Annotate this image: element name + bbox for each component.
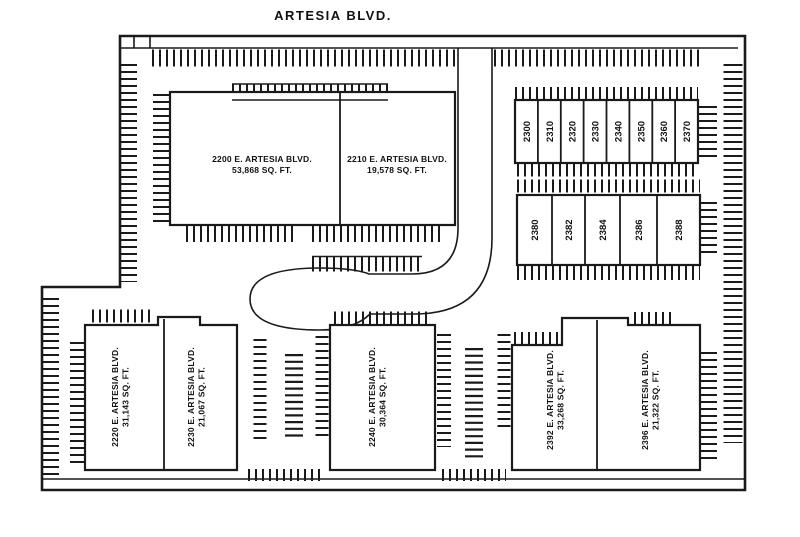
building-2210-area-label: 19,578 SQ. FT. bbox=[367, 165, 427, 175]
street-edge-notch bbox=[133, 36, 151, 48]
building-2396-label: 2396 E. ARTESIA BLVD. 21,322 SQ. FT. bbox=[640, 350, 661, 450]
building-2240-label: 2240 E. ARTESIA BLVD. 30,364 SQ. FT. bbox=[367, 347, 388, 447]
building-2230-label: 2230 E. ARTESIA BLVD. 21,067 SQ. FT. bbox=[186, 347, 207, 447]
building-2240 bbox=[328, 323, 437, 472]
building-2210-address-label: 2210 E. ARTESIA BLVD. bbox=[347, 154, 447, 164]
building-2220-2230 bbox=[83, 315, 239, 472]
unit-2340-label: 2340 bbox=[613, 121, 624, 142]
unit-2386-label: 2386 bbox=[634, 219, 645, 240]
unit-2382-label: 2382 bbox=[564, 219, 575, 240]
unit-2330-label: 2330 bbox=[591, 121, 602, 142]
building-2200-2210 bbox=[168, 90, 457, 227]
building-2392-area-label: 33,268 SQ. FT. bbox=[556, 370, 566, 430]
property-boundary bbox=[40, 34, 747, 492]
unit-2350-label: 2350 bbox=[636, 121, 647, 142]
unit-2320-label: 2320 bbox=[568, 121, 579, 142]
building-2392-2396 bbox=[510, 316, 702, 472]
unit-2310-label: 2310 bbox=[545, 121, 556, 142]
street-name-label: ARTESIA BLVD. bbox=[274, 8, 392, 23]
unit-2380-label: 2380 bbox=[530, 219, 541, 240]
building-2396-area-label: 21,322 SQ. FT. bbox=[651, 370, 661, 430]
building-2230-area-label: 21,067 SQ. FT. bbox=[197, 367, 207, 427]
building-2396-address-label: 2396 E. ARTESIA BLVD. bbox=[640, 350, 650, 450]
building-2220-label: 2220 E. ARTESIA BLVD. 31,143 SQ. FT. bbox=[110, 347, 131, 447]
building-2240-area-label: 30,364 SQ. FT. bbox=[378, 367, 388, 427]
unit-2360-label: 2360 bbox=[659, 121, 670, 142]
units-row2-dividers bbox=[551, 195, 658, 265]
unit-2370-label: 2370 bbox=[682, 121, 693, 142]
building-2200-area-label: 53,868 SQ. FT. bbox=[232, 165, 292, 175]
unit-2384-label: 2384 bbox=[598, 219, 609, 241]
unit-2300-label: 2300 bbox=[522, 121, 533, 142]
building-2220-address-label: 2220 E. ARTESIA BLVD. bbox=[110, 347, 120, 447]
road-loop bbox=[249, 48, 493, 331]
building-2200-address-label: 2200 E. ARTESIA BLVD. bbox=[212, 154, 312, 164]
unit-2388-label: 2388 bbox=[674, 219, 685, 240]
building-2392-label: 2392 E. ARTESIA BLVD. 33,268 SQ. FT. bbox=[545, 350, 566, 450]
building-2392-address-label: 2392 E. ARTESIA BLVD. bbox=[545, 350, 555, 450]
building-2230-address-label: 2230 E. ARTESIA BLVD. bbox=[186, 347, 196, 447]
units-row1-dividers bbox=[537, 100, 676, 163]
units-row2 bbox=[515, 193, 702, 267]
building-2220-area-label: 31,143 SQ. FT. bbox=[121, 367, 131, 427]
building-2240-address-label: 2240 E. ARTESIA BLVD. bbox=[367, 347, 377, 447]
